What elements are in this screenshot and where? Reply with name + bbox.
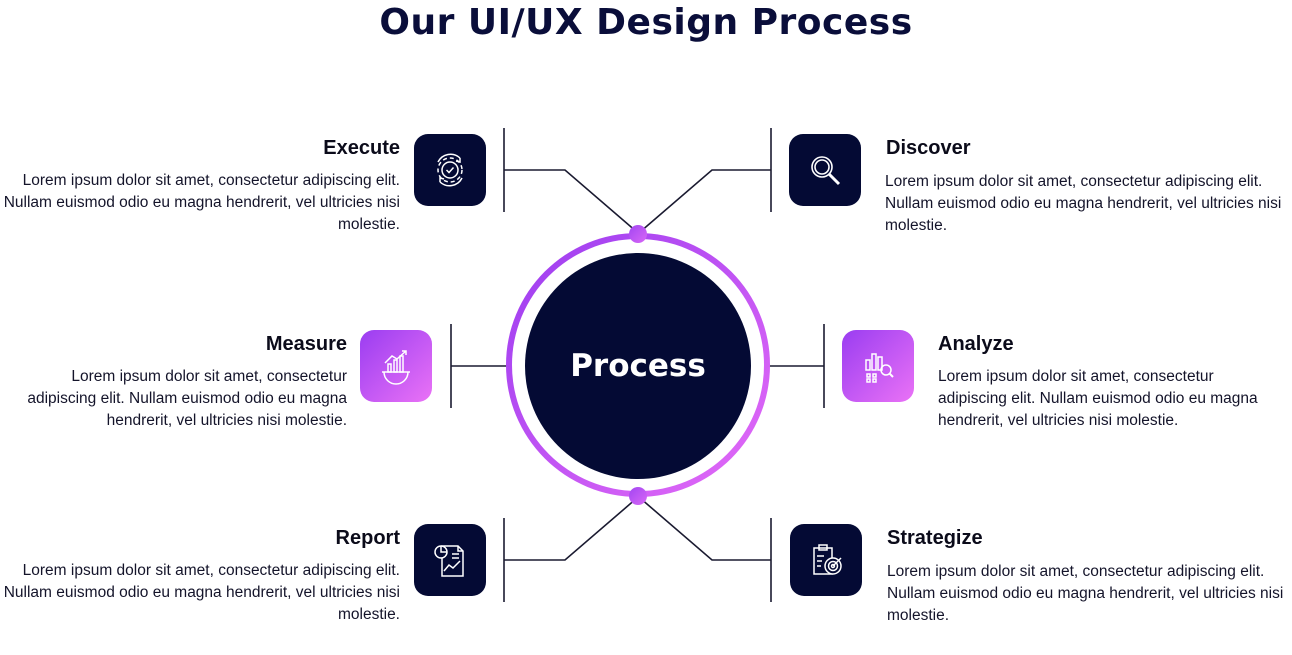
step-title-analyze: Analyze <box>938 333 1014 355</box>
report-icon-box <box>414 524 486 596</box>
step-desc-strategize: Lorem ipsum dolor sit amet, consectetur … <box>887 563 1284 624</box>
gear-check-icon <box>437 153 463 187</box>
step-title-strategize: Strategize <box>887 527 983 549</box>
step-title-measure: Measure <box>265 333 347 355</box>
page-title: Our UI/UX Design Process <box>379 2 913 43</box>
step-desc-measure: Lorem ipsum dolor sit amet, consectetur … <box>27 368 347 429</box>
report-document-icon <box>434 545 464 577</box>
step-desc-report: Lorem ipsum dolor sit amet, consectetur … <box>3 562 400 623</box>
step-title-report: Report <box>335 527 400 549</box>
step-desc-analyze: Lorem ipsum dolor sit amet, consectetur … <box>938 368 1258 429</box>
growth-chart-gear-icon <box>382 350 410 385</box>
step-desc-execute: Lorem ipsum dolor sit amet, consectetur … <box>3 172 400 233</box>
discover-icon-box <box>789 134 861 206</box>
step-title-discover: Discover <box>886 137 971 159</box>
connector-report <box>504 497 638 561</box>
bar-chart-search-icon <box>865 353 894 383</box>
strategize-icon-box <box>790 524 862 596</box>
bottom-connector-dot <box>629 487 647 505</box>
step-desc-discover: Lorem ipsum dolor sit amet, consectetur … <box>885 173 1282 234</box>
target-clipboard-icon <box>813 544 842 575</box>
top-connector-dot <box>629 225 647 243</box>
connector-discover <box>639 169 771 233</box>
center-circle: Process <box>525 253 751 479</box>
connector-strategize <box>639 497 771 561</box>
magnifier-icon <box>811 156 841 186</box>
execute-icon-box <box>414 134 486 206</box>
center-label: Process <box>570 348 706 384</box>
analyze-icon-box <box>842 330 914 402</box>
connector-execute <box>504 169 638 233</box>
step-title-execute: Execute <box>323 137 400 159</box>
measure-icon-box <box>360 330 432 402</box>
